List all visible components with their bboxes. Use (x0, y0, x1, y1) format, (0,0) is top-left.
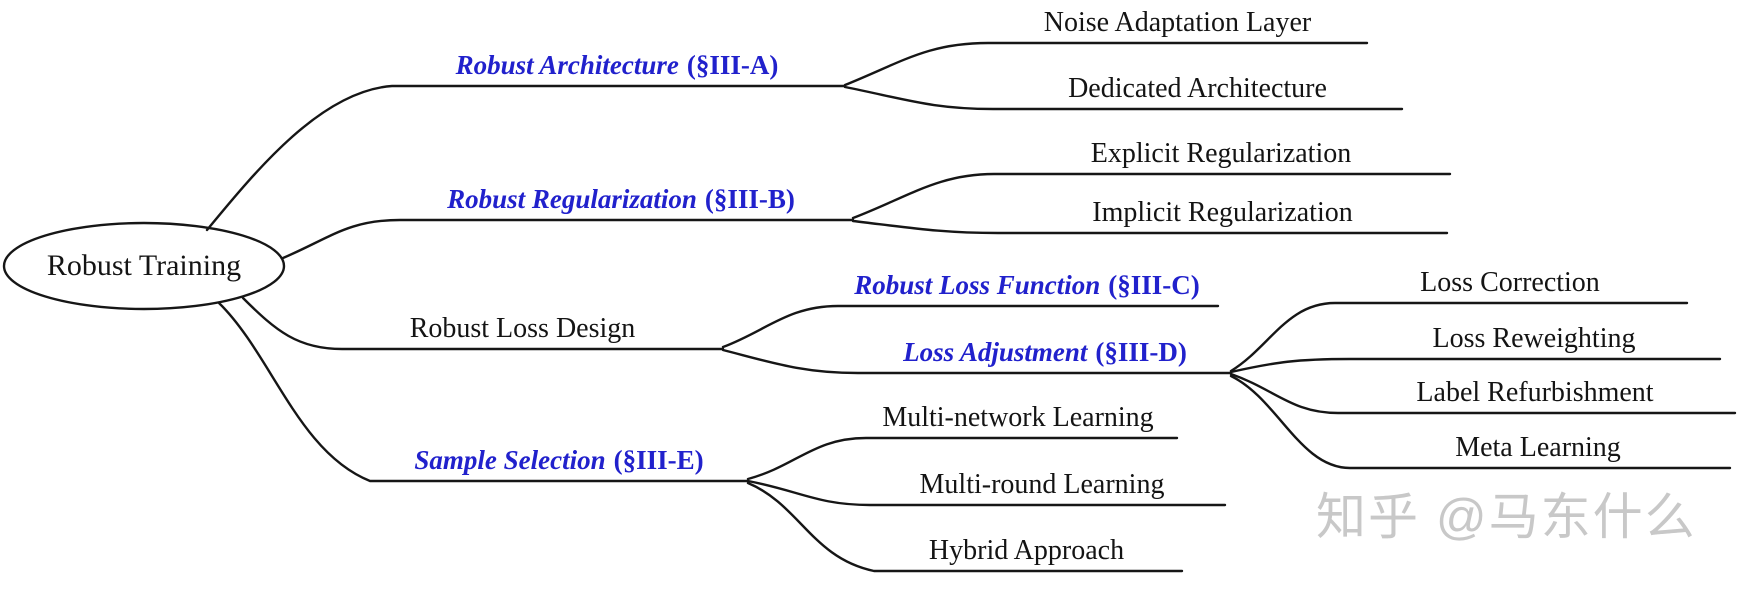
leaf-implicit-regularization: Implicit Regularization (1092, 197, 1353, 228)
leaf-label-refurbishment: Label Refurbishment (1416, 377, 1654, 408)
edge-to-loss-adjustment (721, 348, 1233, 375)
edge-to-implicit-regularization (851, 219, 1449, 235)
root-node-label: Robust Training (46, 249, 242, 282)
zhihu-watermark: 知乎 @马东什么 (1316, 489, 1697, 545)
node-robust-loss-function-title: Robust Loss Function (854, 270, 1101, 300)
leaf-noise-adaptation-layer: Noise Adaptation Layer (1043, 7, 1312, 38)
leaf-multi-network-learning: Multi-network Learning (882, 402, 1154, 433)
node-robust-loss-function-section: (§III-C) (1108, 270, 1200, 300)
edge-root-to-robust-regularization (281, 218, 855, 260)
edge-to-loss-reweighting (1229, 357, 1722, 374)
node-sample-selection-section: (§III-E) (613, 445, 704, 475)
edge-root-to-sample-selection (217, 301, 750, 483)
node-loss-adjustment-section: (§III-D) (1095, 337, 1187, 367)
edge-root-to-robust-loss-design (241, 296, 725, 351)
leaf-dedicated-architecture: Dedicated Architecture (1068, 73, 1327, 104)
node-loss-adjustment-title: Loss Adjustment (903, 337, 1088, 367)
edge-to-multi-network-learning (746, 436, 1179, 481)
leaf-meta-learning: Meta Learning (1455, 432, 1621, 463)
node-loss-adjustment: Loss Adjustment(§III-D) (856, 336, 1234, 369)
node-robust-regularization-title: Robust Regularization (447, 184, 697, 214)
node-robust-architecture: Robust Architecture(§III-A) (388, 49, 846, 82)
node-robust-loss-function: Robust Loss Function(§III-C) (834, 269, 1220, 302)
root-ellipse (2, 221, 286, 311)
edge-to-loss-correction (1229, 301, 1689, 373)
edge-to-dedicated-architecture (843, 85, 1404, 111)
leaf-loss-reweighting: Loss Reweighting (1432, 323, 1636, 354)
node-robust-architecture-title: Robust Architecture (455, 50, 679, 80)
node-robust-architecture-section: (§III-A) (686, 50, 779, 80)
leaf-hybrid-approach: Hybrid Approach (928, 535, 1125, 566)
edge-to-hybrid-approach (746, 481, 1184, 573)
edge-to-explicit-regularization (851, 172, 1452, 220)
node-robust-loss-design: Robust Loss Design (409, 313, 636, 344)
edge-root-to-robust-architecture (205, 84, 847, 232)
leaf-multi-round-learning: Multi-round Learning (919, 469, 1165, 500)
edge-to-meta-learning (1229, 374, 1732, 470)
node-robust-regularization-section: (§III-B) (704, 184, 795, 214)
edge-to-multi-round-learning (746, 479, 1227, 507)
node-robust-regularization: Robust Regularization(§III-B) (388, 183, 854, 216)
node-sample-selection-title: Sample Selection (414, 445, 606, 475)
node-sample-selection: Sample Selection(§III-E) (368, 444, 750, 477)
edge-to-noise-adaptation-layer (843, 41, 1369, 87)
leaf-explicit-regularization: Explicit Regularization (1090, 138, 1352, 169)
edge-to-label-refurbishment (1229, 372, 1737, 415)
leaf-loss-correction: Loss Correction (1420, 267, 1600, 298)
edge-to-robust-loss-function (721, 304, 1220, 349)
